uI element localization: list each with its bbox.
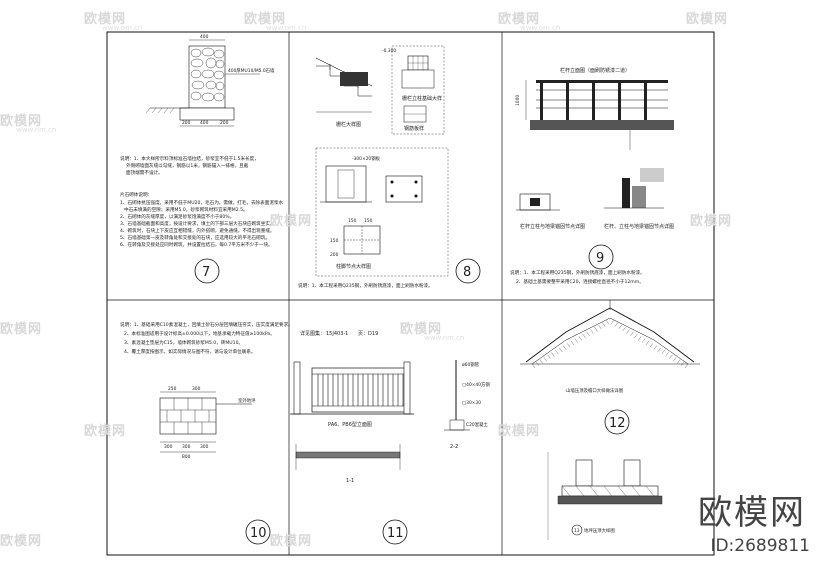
p10-number: 10 [250,526,267,541]
p7-line-6: 5、石墙基础第一皮及转角处和交接处的石块，应选用较大的平毛石砌筑。 [120,234,270,241]
p10-label: 室外地坪 [238,397,256,404]
p8-number: 8 [463,265,471,280]
p10-note-2: 2、本标准图适用于设计标高±0.000以下，地基承载力特征值≥100kPa。 [124,330,275,337]
p11-label-d: □30×30 [462,400,481,406]
p10-note-4: 4、覆土厚度按图示，如实际情况与图不符，请与设计单位联系。 [124,348,256,355]
p11-title: PA6、PB6型立面图 [328,421,372,428]
p7-line-5: 4、砌筑时，石块上下皮应互相错缝，内外搭砌，避免通缝，不得出现重缝。 [120,227,275,234]
watermark-url: www.om.cn [424,334,465,342]
p7-dim-bottom-3: 200 [220,120,229,126]
panel-11: 详见图集： 15J403-1 页：D19 PA6、PB6型立面图 1-1 ø60… [290,330,490,545]
p9-note-2: 2、基础土基需要整平采用C20，连接螺栓直径不小于12mm。 [516,278,644,285]
p8-dim-3: 150 [348,218,357,224]
watermark-url: www.om.cn [266,24,307,32]
p11-ref-code: 15J403-1 [326,331,348,337]
watermark-text: 欧模网 [244,12,287,27]
p8-dim-2: 200 [330,252,339,258]
p7-number-circle [194,258,220,284]
panel-10: 说明：1、基础采用C10素混凝土，回填土砂石分层回填碾压夯实，压实度满足要求。 … [120,321,293,545]
p13-number-circle [571,524,583,536]
watermark-text: 欧模网 [498,12,541,27]
sheet-border [106,31,715,556]
p7-note-1: 说明：1、本大样所示料顶标准石墙拉结，砂浆宜不低于1.5米长度， [120,155,259,162]
p13-number: 13 [574,528,580,534]
p11-label-b: □40×40方钢 [462,381,490,388]
p11-label-a: ø60钢管 [462,361,480,368]
p7-note-2: 外侧砌墙面灰缝以勾缝，钢筋以1米，钢筋锚入一排格，且截 [126,162,249,169]
watermark-url: www.om.cn [520,24,561,32]
p12-number: 12 [609,416,626,431]
p11-section-a: 1-1 [346,478,354,484]
panel-8: 栅栏大样图 -0.300 栅栏立柱基础大样 钢筋板样 -300×20钢板 150… [298,45,481,289]
watermark-text: 欧模网 [400,322,443,337]
p10-dim-a2: 300 [192,386,201,392]
p8-label-a: -0.300 [382,48,396,54]
p9-number-circle [588,244,614,270]
p8-label-c: 钢筋板样 [404,125,424,132]
p11-ref-label: 详见图集： [300,330,325,337]
p7-title: 片石砌体说明： [120,191,152,198]
p11-section-b: 2-2 [450,444,458,450]
p10-note-1: 说明：1、基础采用C10素混凝土，回填土砂石分层回填碾压夯实，压实度满足要求。 [120,321,293,328]
p11-ref-page: 页：D19 [358,331,378,337]
p8-note: 说明：1、本工程采用Q235钢，外刷防锈底漆，面上刷防水粉漆。 [298,282,433,289]
p8-label-f: -300×20钢板 [352,155,381,162]
watermark-text: 欧模网 [84,424,127,439]
p8-dim-1: 150 [330,238,339,244]
panel-9: 1000 栏杆立面图（面刷防锈漆二道） 栏杆立柱与地梁锚固节点详图 栏杆、立柱与… [510,67,674,285]
p7-line-3: 2、石砌体的灰缝厚度，以满足砂浆饱满度不小于80%。 [120,213,234,220]
p8-label-b: 栅栏立柱基础大样 [402,95,442,102]
p10-dim-b1: 300 [164,444,173,450]
p7-dim-bottom-1: 200 [182,120,191,126]
watermark-url: www.om.cn [102,24,143,32]
panel-7: 400 200 400 200 400厚MU10/M5.0石墙 说明：1、本大样… [120,34,284,284]
p7-line-4: 3、石墙基础截面和高度，按设计要求，填土的下部三层大石块应砌筑坐实。 [120,220,275,227]
watermark-text: 欧模网 [690,214,733,229]
p12-caption: 山墙压顶及檐口大样做法详图 [566,387,624,394]
p7-line-2: 中石未填满的空隙；采用M5.0，砂浆砌筑材料宜采用M2.5。 [124,206,248,213]
p8-label-e: 柱脚节点大样图 [336,263,371,270]
p10-dim-b2: 300 [182,444,191,450]
p9-number: 9 [596,251,604,266]
p13-caption: 地坪压顶大样图 [584,527,615,534]
brand-id: ID:2689811 [710,536,810,556]
watermark-text: 欧模网 [0,534,43,549]
watermark-text: 欧模网 [0,322,43,337]
watermark-url: www.om.cn [16,126,57,134]
p9-height: 1000 [515,95,521,106]
p7-dim-top: 400 [200,34,209,40]
watermark-text: 欧模网 [270,534,313,549]
p10-dim-a1: 250 [168,386,177,392]
p10-number-circle [245,519,271,545]
p8-dim-4: 150 [364,218,373,224]
brand-logo: 欧模网 [698,493,806,533]
p7-note-3: 面顶端需不设计。 [126,169,163,176]
p10-dim-b3: 300 [200,444,209,450]
watermark-text: 欧模网 [498,424,541,439]
p11-number-circle [382,519,408,545]
p9-label-b: 栏杆立柱与地梁锚固节点详图 [520,223,585,230]
p11-label-c: C20混凝土 [466,421,488,428]
watermark-text: 欧模网 [686,12,729,27]
p8-label-d: 栅栏大样图 [336,121,361,128]
p9-label-c: 栏杆、立柱与地梁锚固节点详图 [604,223,674,230]
p12-number-circle [604,409,630,435]
panel-12: 山墙压顶及檐口大样做法详图 12 [520,300,700,435]
p7-dim-bottom-2: 400 [200,120,209,126]
p7-line-1: 1、石砌体抗压强度，采用不低于MU20，毛石为。需做，打毛，去除表面泥浆水 [120,199,284,206]
panel-13: 13 地坪压顶大样图 [547,452,663,540]
p7-number: 7 [202,265,210,280]
p11-number: 11 [387,526,404,541]
p7-callout: 400厚MU10/M5.0石墙 [228,67,275,74]
watermark-text: 欧模网 [0,114,43,129]
watermark-text: 欧模网 [270,214,313,229]
p10-dim-total: 800 [182,454,191,460]
p8-number-circle [455,258,481,284]
p7-line-7: 6、在转角及交接处应同时砌筑，并设置拉结石，每0.7平方米不少于一块。 [120,241,273,248]
p9-label-a: 栏杆立面图（面刷防锈漆二道） [560,67,630,74]
watermark-text: 欧模网 [84,12,127,27]
p9-note-1: 说明：1、本工程采用Q235钢，外刷防锈底漆，面上刷防水粉漆。 [510,269,645,276]
p10-note-3: 3、素混凝土垫层为C15，墙体砌筑砂浆M5.0，砖MU10。 [124,339,243,346]
